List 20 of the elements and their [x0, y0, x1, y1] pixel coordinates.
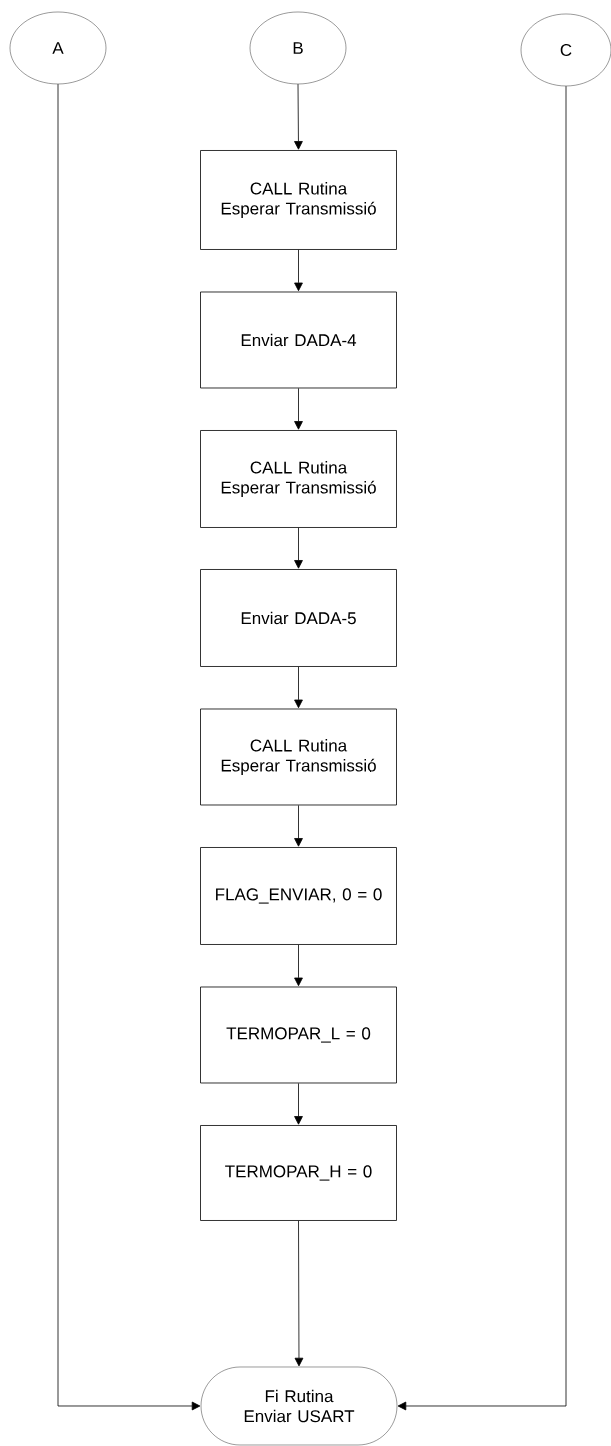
arrow [294, 666, 303, 709]
arrow [294, 83, 303, 150]
arrow [294, 944, 303, 987]
arrow [294, 1083, 303, 1125]
process-box: TERMOPAR_L = 0 [200, 986, 397, 1084]
arrow [294, 805, 303, 847]
arrow [294, 1220, 304, 1367]
arrow [397, 85, 567, 1411]
terminator: Fi Rutina Enviar USART [200, 1366, 398, 1446]
arrow [294, 388, 303, 430]
arrow [294, 527, 303, 569]
process-box: Enviar DADA-5 [200, 569, 397, 667]
process-box: Enviar DADA-4 [200, 291, 397, 389]
process-box: FLAG_ENVIAR, 0 = 0 [200, 847, 397, 945]
process-box: CALL Rutina Esperar Transmissió [200, 430, 397, 528]
arrow [294, 249, 303, 292]
arrow [57, 83, 201, 1411]
process-box: CALL Rutina Esperar Transmissió [200, 150, 397, 250]
process-box: TERMOPAR_H = 0 [200, 1125, 397, 1221]
process-box: CALL Rutina Esperar Transmissió [200, 708, 397, 806]
